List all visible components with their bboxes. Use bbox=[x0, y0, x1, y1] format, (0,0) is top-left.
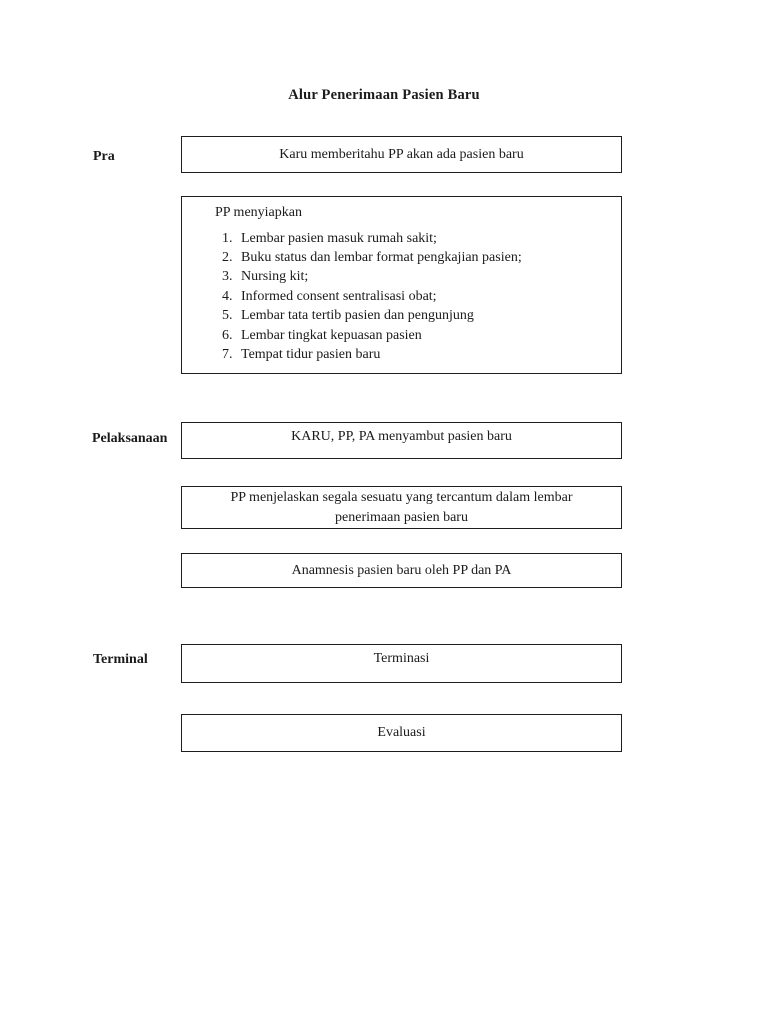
flow-box-terminasi: Terminasi bbox=[181, 644, 622, 683]
preparation-item: Informed consent sentralisasi obat; bbox=[236, 287, 611, 306]
page-title: Alur Penerimaan Pasien Baru bbox=[288, 87, 480, 103]
flow-box-menyambut: KARU, PP, PA menyambut pasien baru bbox=[181, 422, 622, 459]
preparation-item: Buku status dan lembar format pengkajian… bbox=[236, 248, 611, 267]
preparation-list: Lembar pasien masuk rumah sakit;Buku sta… bbox=[215, 229, 611, 365]
preparation-item: Lembar pasien masuk rumah sakit; bbox=[236, 229, 611, 248]
preparation-heading: PP menyiapkan bbox=[215, 205, 302, 220]
preparation-item: Tempat tidur pasien baru bbox=[236, 345, 611, 364]
stage-label-pelaksanaan: Pelaksanaan bbox=[92, 431, 168, 446]
flow-box-pp-menyiapkan: PP menyiapkan Lembar pasien masuk rumah … bbox=[181, 196, 622, 374]
preparation-item: Nursing kit; bbox=[236, 267, 611, 286]
flow-box-evaluasi: Evaluasi bbox=[181, 714, 622, 752]
flow-box-anamnesis: Anamnesis pasien baru oleh PP dan PA bbox=[181, 553, 622, 588]
stage-label-pra: Pra bbox=[93, 149, 115, 164]
preparation-item: Lembar tingkat kepuasan pasien bbox=[236, 326, 611, 345]
flow-box-karu-memberitahu: Karu memberitahu PP akan ada pasien baru bbox=[181, 136, 622, 173]
flow-box-menjelaskan: PP menjelaskan segala sesuatu yang terca… bbox=[181, 486, 622, 529]
preparation-item: Lembar tata tertib pasien dan pengunjung bbox=[236, 306, 611, 325]
stage-label-terminal: Terminal bbox=[93, 652, 148, 667]
